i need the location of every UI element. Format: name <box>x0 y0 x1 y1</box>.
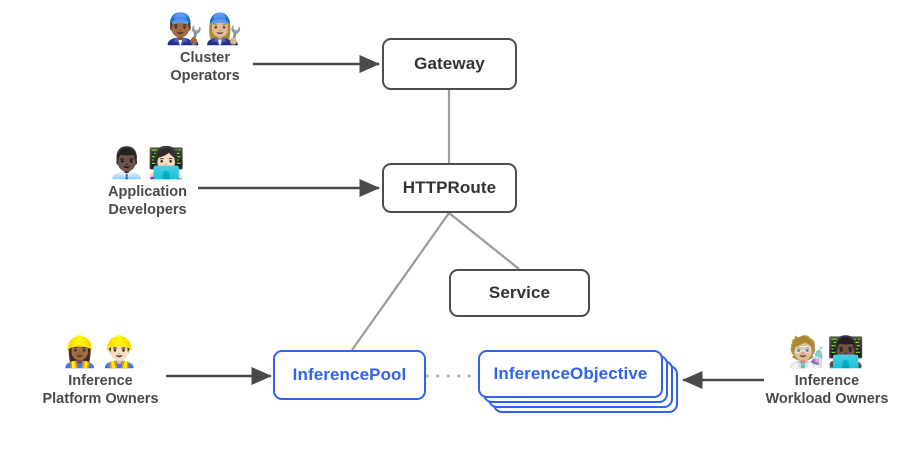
inference-platform-owners-label-line1: Inference <box>68 372 133 389</box>
inference-platform-owners-emoji: 👷🏾‍♀️👷🏻‍♂️ <box>61 335 140 370</box>
inference-workload-owners-emoji: 🧑🏼‍🔬👨🏿‍💻 <box>787 335 867 370</box>
cluster-operators-emoji: 👨🏾‍🔧👩🏼‍🔧 <box>165 12 245 47</box>
edge-httproute-to-service <box>448 212 520 270</box>
node-service[interactable]: Service <box>449 269 590 317</box>
node-gateway-label: Gateway <box>414 54 485 73</box>
inferenceobjective-card-front: InferenceObjective <box>478 350 663 398</box>
node-inferencepool[interactable]: InferencePool <box>273 350 426 400</box>
edge-httproute-to-inferencepool <box>351 212 450 351</box>
cluster-operators-label-line1: Cluster <box>180 49 230 66</box>
application-developers-label-line2: Developers <box>108 201 187 218</box>
node-httproute[interactable]: HTTPRoute <box>382 163 517 213</box>
inference-workload-owners-label-line1: Inference <box>794 372 860 389</box>
cluster-operators-label-line2: Operators <box>170 67 240 84</box>
node-gateway[interactable]: Gateway <box>382 38 517 90</box>
actor-application-developers: 👨🏿‍💼👩🏻‍💻 Application Developers <box>80 148 215 219</box>
actor-cluster-operators: 👨🏾‍🔧👩🏼‍🔧 Cluster Operators <box>140 14 270 85</box>
application-developers-label-line1: Application <box>108 183 187 200</box>
application-developers-emoji: 👨🏿‍💼👩🏻‍💻 <box>108 146 187 181</box>
inference-workload-owners-label-line2: Workload Owners <box>765 390 889 407</box>
node-inferencepool-label: InferencePool <box>292 365 407 384</box>
node-service-label: Service <box>488 283 551 302</box>
node-httproute-label: HTTPRoute <box>402 178 497 197</box>
node-inferenceobjective[interactable]: InferenceObjective <box>478 350 693 415</box>
node-inferenceobjective-label: InferenceObjective <box>493 364 648 383</box>
inference-platform-owners-label-line2: Platform Owners <box>42 390 159 407</box>
actor-inference-platform-owners: 👷🏾‍♀️👷🏻‍♂️ Inference Platform Owners <box>28 337 173 408</box>
actor-inference-workload-owners: 🧑🏼‍🔬👨🏿‍💻 Inference Workload Owners <box>752 337 902 408</box>
